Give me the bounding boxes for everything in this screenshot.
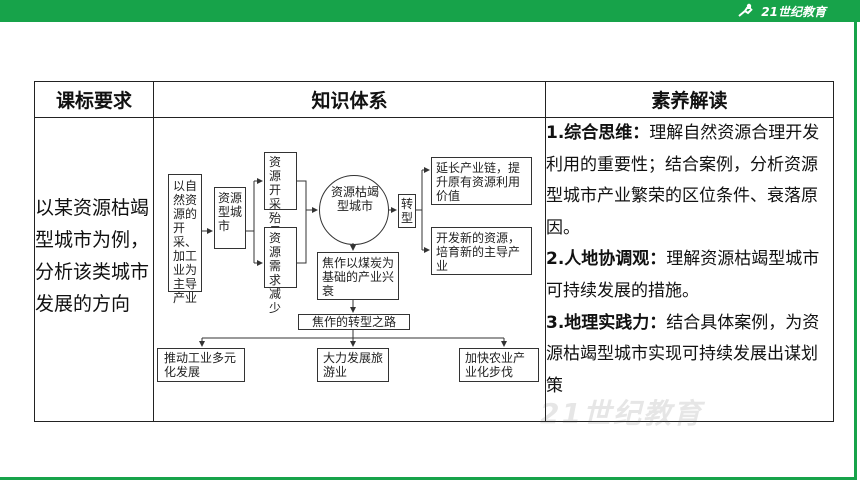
knowledge-diagram: 以自然资源的开采、加工业为主导产业 资源型城市 资源开采殆尽 资源需求减少 资源… [154,118,542,421]
table-row: 以某资源枯竭型城市为例，分析该类城市发展的方向 [34,117,834,422]
runner-logo-icon [738,3,754,17]
node-tourism: 大力发展旅游业 [317,348,389,382]
node-natural-resource-industry: 以自然资源的开采、加工业为主导产业 [168,174,202,305]
node-jiaozuo-coal: 焦作以煤炭为基础的产业兴衰 [317,252,399,300]
logo-text: 21世纪教育 [761,4,826,19]
node-resource-exhausted: 资源开采殆尽 [264,152,297,239]
requirement-cell: 以某资源枯竭型城市为例，分析该类城市发展的方向 [34,117,154,422]
header-knowledge: 知识体系 [153,81,546,118]
logo: 21世纪教育 [735,2,826,20]
node-agriculture: 加快农业产业化步伐 [459,348,539,382]
node-develop-new: 开发新的资源，培育新的主导产业 [431,227,532,275]
node-extend-chain: 延长产业链，提升原有资源利用价值 [431,157,532,205]
node-exhausted-city [319,175,389,245]
content-table: 课标要求 知识体系 素养解读 以某资源枯竭型城市为例，分析该类城市发展的方向 [34,81,834,422]
literacy-cell: 1.综合思维：理解自然资源合理开发利用的重要性；结合案例，分析资源型城市产业繁荣… [545,117,834,422]
node-industry-diversify: 推动工业多元化发展 [157,348,245,382]
requirement-text: 以某资源枯竭型城市为例，分析该类城市发展的方向 [35,197,150,315]
slide-frame [0,22,857,480]
literacy-item: 2.人地协调观：理解资源枯竭型城市可持续发展的措施。 [546,249,820,301]
node-transform: 转型 [398,194,416,228]
literacy-item: 3.地理实践力：结合具体案例，为资源枯竭型城市实现可持续发展出谋划策 [546,312,820,396]
header-requirement: 课标要求 [34,81,154,118]
node-exhausted-city-label: 资源枯竭型城市 [330,185,379,213]
knowledge-cell: 以自然资源的开采、加工业为主导产业 资源型城市 资源开采殆尽 资源需求减少 资源… [153,117,546,422]
header-literacy: 素养解读 [545,81,834,118]
table-header-row: 课标要求 知识体系 素养解读 [34,81,834,118]
watermark: 21世纪教育 [540,397,703,430]
top-banner: 21世纪教育 [0,0,860,22]
literacy-item: 1.综合思维：理解自然资源合理开发利用的重要性；结合案例，分析资源型城市产业繁荣… [546,123,820,238]
node-resource-city: 资源型城市 [214,187,246,249]
node-demand-decrease: 资源需求减少 [264,227,297,315]
node-transform-path: 焦作的转型之路 [298,314,410,330]
diagram-connectors [199,167,507,347]
